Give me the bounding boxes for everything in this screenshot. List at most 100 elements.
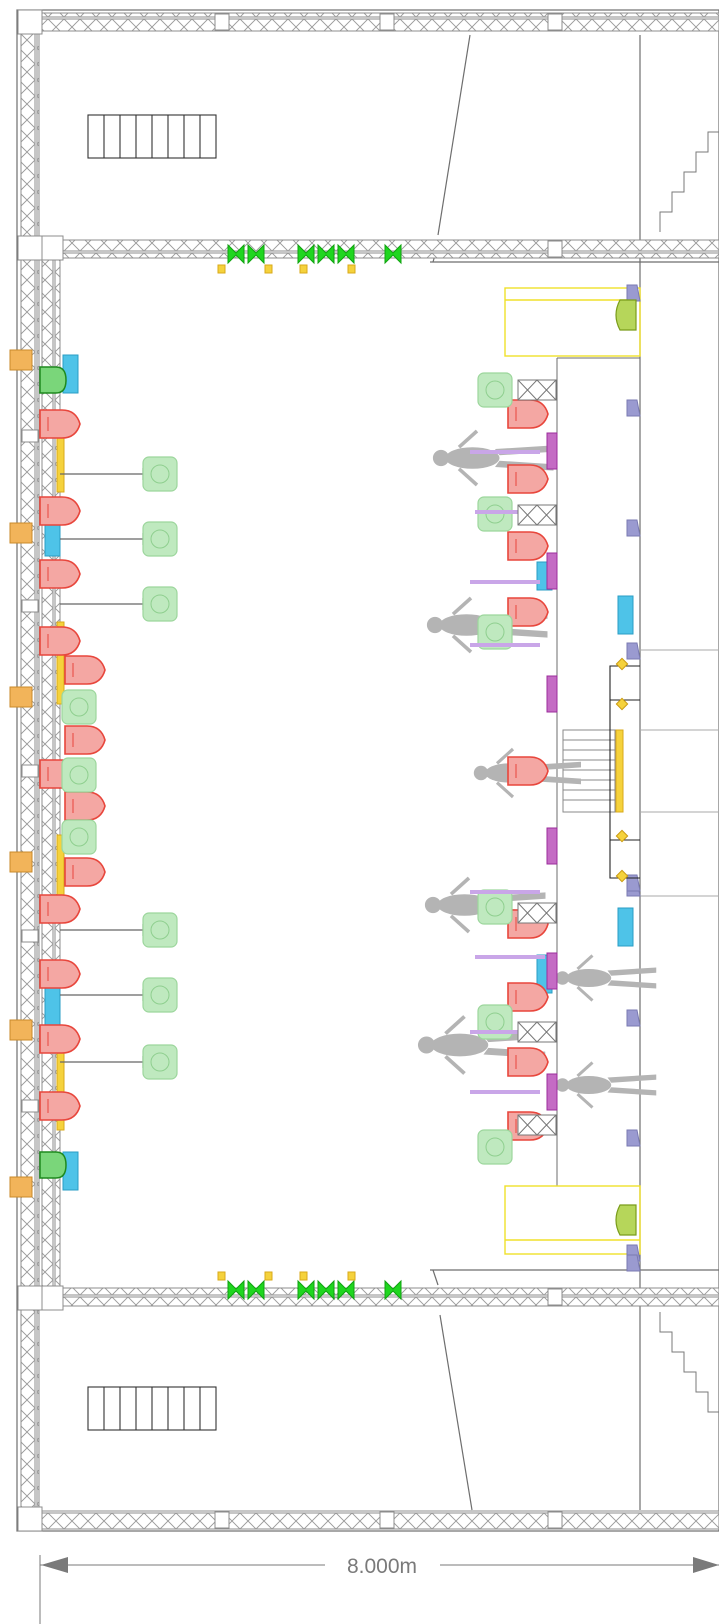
yellow-marker <box>217 1271 226 1281</box>
lilac-rod <box>470 580 540 584</box>
spot-light-icon <box>247 243 265 265</box>
edge-light <box>626 399 641 417</box>
orange-box <box>9 851 33 873</box>
yellow-diamond <box>615 697 629 711</box>
light-stand <box>60 1056 144 1068</box>
wash-light-icon <box>61 689 97 725</box>
light-stand <box>60 924 144 936</box>
wash-light-icon <box>142 456 178 492</box>
wash-light-icon <box>61 819 97 855</box>
spot-light-icon <box>297 1279 315 1301</box>
yellow-marker <box>299 1271 308 1281</box>
lilac-rod <box>475 510 545 514</box>
spot-light-icon <box>297 243 315 265</box>
purple-unit <box>546 552 558 590</box>
spot-light-icon <box>384 1279 402 1301</box>
wash-light-icon <box>142 521 178 557</box>
stairs-top-right <box>659 131 719 232</box>
steps-bottom-left <box>87 1386 217 1431</box>
orange-box <box>9 686 33 708</box>
moving-head-icon <box>39 409 81 439</box>
moving-head-icon <box>507 982 549 1012</box>
wash-light-icon <box>142 586 178 622</box>
edge-light <box>626 1009 641 1027</box>
yellow-marker <box>347 1271 356 1281</box>
truss-icon <box>517 1114 557 1136</box>
truss-icon <box>517 1021 557 1043</box>
moving-head-icon <box>507 464 549 494</box>
yellow-batten <box>56 621 65 705</box>
lilac-rod <box>470 1030 540 1034</box>
spot-light-icon <box>317 243 335 265</box>
orange-box <box>9 522 33 544</box>
moving-head-icon <box>64 655 106 685</box>
wash-light-icon <box>142 912 178 948</box>
edge-light <box>626 519 641 537</box>
yellow-diamond <box>615 657 629 671</box>
moving-head-icon <box>64 725 106 755</box>
spot-light-icon <box>247 1279 265 1301</box>
light-stand <box>60 468 144 480</box>
moving-head-icon <box>39 496 81 526</box>
moving-head-icon <box>507 756 549 786</box>
wash-light-icon <box>142 1044 178 1080</box>
light-stand <box>60 989 144 1001</box>
cyan-unit <box>617 595 634 635</box>
moving-head-icon <box>507 399 549 429</box>
yellow-marker <box>264 264 273 274</box>
truss-icon <box>517 902 557 924</box>
cyan-unit <box>617 907 634 947</box>
purple-unit <box>546 827 558 865</box>
right-lines <box>640 649 719 897</box>
moving-head-icon <box>39 1091 81 1121</box>
staircase-icon <box>87 114 217 1431</box>
side-platforms <box>504 287 641 1255</box>
stairs-bottom-right <box>659 1312 719 1413</box>
spot-light-icon <box>227 243 245 265</box>
lilac-rod <box>470 450 540 454</box>
speaker-icon <box>39 366 67 394</box>
wash-light-icon <box>477 614 513 650</box>
wash-light-icon <box>142 977 178 1013</box>
yellow-marker <box>299 264 308 274</box>
moving-head-icon <box>39 1024 81 1054</box>
wash-light-icon <box>477 889 513 925</box>
moving-head-icon <box>507 1047 549 1077</box>
dimension-label: 8.000m <box>347 1555 417 1578</box>
moving-head-icon <box>64 857 106 887</box>
wash-light-icon <box>477 372 513 408</box>
edge-light <box>626 284 641 302</box>
spot-light-icon <box>337 243 355 265</box>
moving-head-icon <box>507 597 549 627</box>
edge-light <box>626 642 641 660</box>
truss-icon <box>517 379 557 401</box>
lilac-rod <box>475 955 545 959</box>
yellow-batten <box>615 729 624 813</box>
moving-head-icon <box>39 959 81 989</box>
spot-light-icon <box>384 243 402 265</box>
light-stand <box>60 598 144 610</box>
yellow-diamond <box>615 869 629 883</box>
yellow-diamond <box>615 829 629 843</box>
yellow-marker <box>217 264 226 274</box>
edge-light <box>626 1129 641 1147</box>
lilac-rod <box>470 890 540 894</box>
fixtures <box>9 243 657 1301</box>
moving-head-icon <box>39 894 81 924</box>
yellow-marker <box>347 264 356 274</box>
speaker-icon <box>39 1151 67 1179</box>
wash-light-icon <box>61 757 97 793</box>
dimension: 8.000m <box>39 1555 719 1624</box>
spot-light-icon <box>337 1279 355 1301</box>
spot-light-icon <box>317 1279 335 1301</box>
edge-light <box>626 1254 641 1272</box>
walls <box>16 9 719 1532</box>
speaker-icon <box>615 1204 637 1236</box>
edge-light <box>626 874 641 892</box>
moving-head-icon <box>39 626 81 656</box>
orange-box <box>9 1019 33 1041</box>
person-silhouette-icon <box>555 954 657 1002</box>
wash-light-icon <box>477 1129 513 1165</box>
yellow-marker <box>264 1271 273 1281</box>
